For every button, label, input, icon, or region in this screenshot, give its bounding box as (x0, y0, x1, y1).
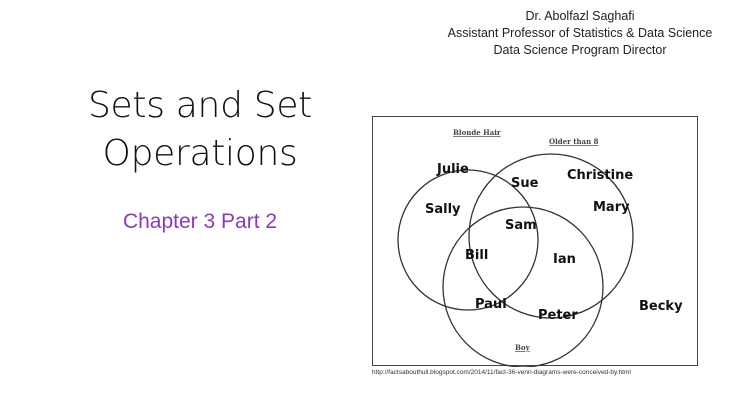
venn-diagram: Blonde Hair Older than 8 Boy Julie Sally… (372, 116, 698, 367)
name-bill: Bill (465, 248, 488, 263)
name-ian: Ian (553, 252, 576, 267)
title-line-2: Operations (102, 133, 298, 174)
name-julie: Julie (436, 162, 469, 177)
boy-circle (442, 206, 604, 367)
slide-title: Sets and Set Operations (60, 82, 340, 178)
author-role: Data Science Program Director (493, 43, 667, 57)
slide-subtitle: Chapter 3 Part 2 (122, 210, 278, 233)
name-sally: Sally (425, 202, 461, 217)
source-link[interactable]: http://factsabouthull.blogspot.com/2014/… (372, 369, 631, 376)
older-than-8-circle (468, 153, 634, 319)
author-name: Dr. Abolfazl Saghafi (525, 9, 635, 23)
label-blonde-hair: Blonde Hair (453, 128, 501, 137)
name-sam: Sam (505, 218, 537, 233)
venn-svg: Blonde Hair Older than 8 Boy Julie Sally… (397, 128, 683, 367)
label-older-than-8: Older than 8 (549, 137, 599, 146)
author-header: Dr. Abolfazl Saghafi Assistant Professor… (430, 8, 730, 59)
label-boy: Boy (515, 343, 531, 352)
blonde-hair-circle (397, 169, 539, 311)
author-position: Assistant Professor of Statistics & Data… (447, 26, 713, 40)
name-becky: Becky (639, 299, 683, 314)
name-mary: Mary (593, 200, 630, 215)
name-sue: Sue (511, 176, 539, 191)
name-peter: Peter (538, 308, 578, 323)
name-christine: Christine (567, 168, 633, 183)
title-line-1: Sets and Set (87, 85, 312, 126)
name-paul: Paul (475, 297, 507, 312)
